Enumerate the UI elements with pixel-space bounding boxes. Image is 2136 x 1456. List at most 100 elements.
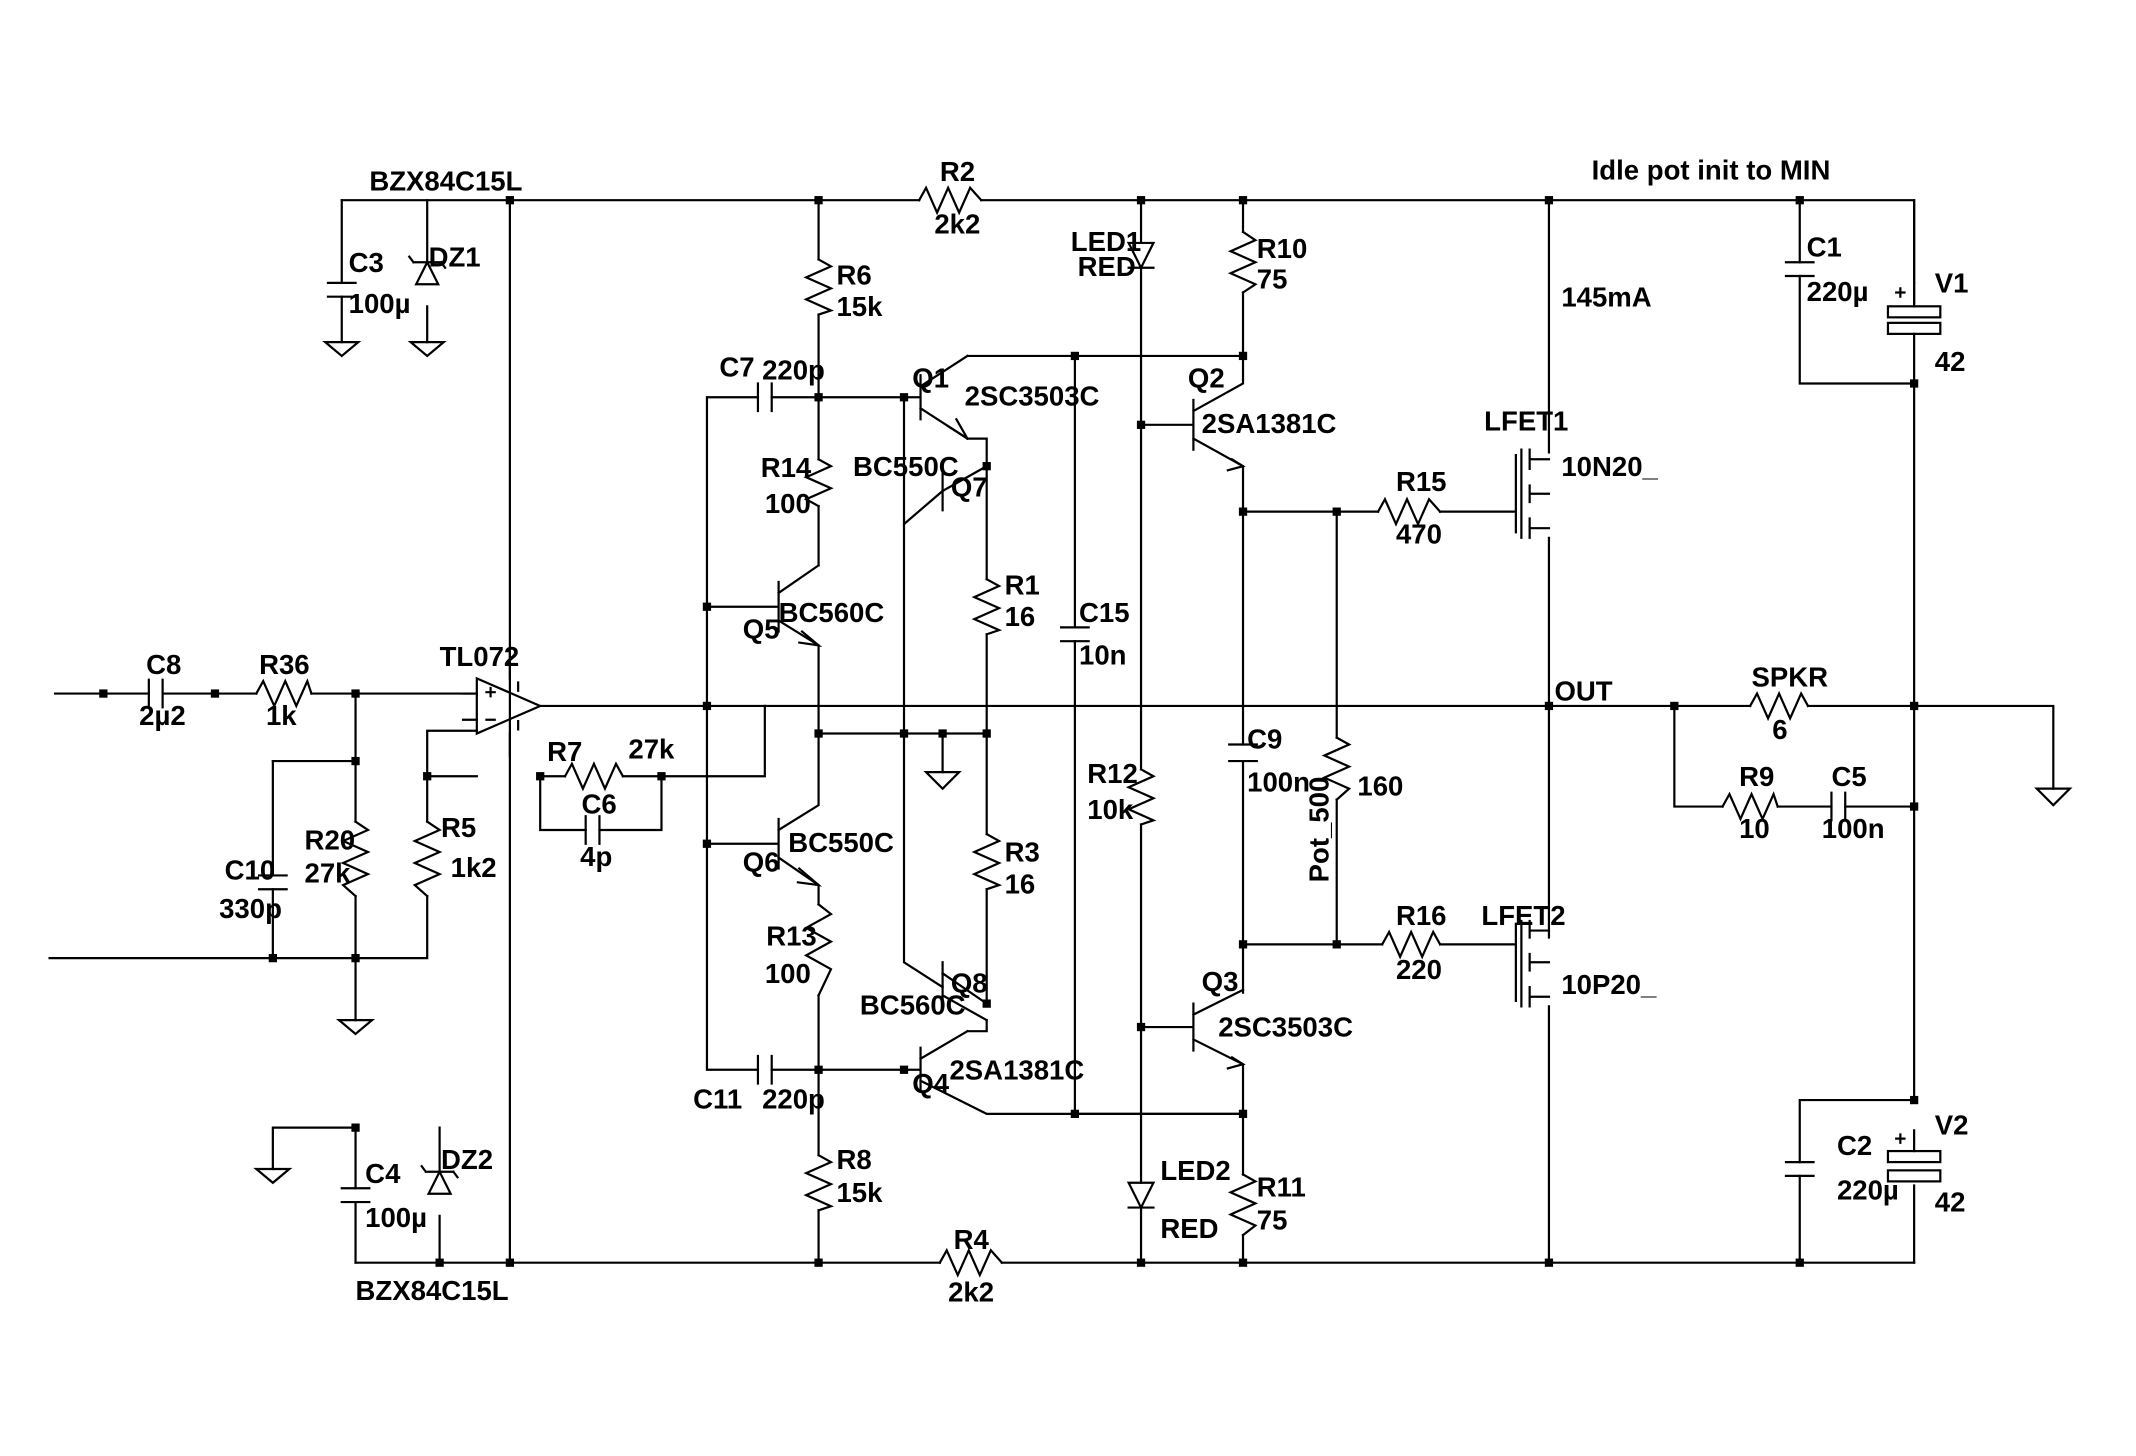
junction-dot xyxy=(505,1258,515,1267)
current-label-label: 145mA xyxy=(1561,281,1651,312)
junction-dot xyxy=(657,772,666,781)
r5-val-label: 1k2 xyxy=(451,852,497,883)
note-label: Idle pot init to MIN xyxy=(1592,155,1831,186)
lfet2-part-label: 10P20_ xyxy=(1561,969,1657,1000)
c11-val-label: 220p xyxy=(762,1083,825,1114)
r6-val-label: 15k xyxy=(836,291,883,322)
wires xyxy=(48,199,2055,1264)
r13-val-label: 100 xyxy=(765,958,811,989)
junction-dot xyxy=(1238,1109,1248,1118)
junction-dot xyxy=(1544,196,1554,205)
junction-dot xyxy=(536,772,545,781)
transistor-arrow-icon xyxy=(796,867,823,887)
junction-dot xyxy=(1909,802,1919,811)
labels: Idle pot init to MIN145mAOUTBZX84C15LC31… xyxy=(139,155,1968,1308)
junction-dot xyxy=(814,729,823,738)
junction-dot xyxy=(505,196,515,205)
junction-dot xyxy=(1136,420,1146,429)
junction-dot xyxy=(1136,1022,1146,1032)
junction-dot xyxy=(1544,1258,1554,1267)
c4-val-label: 100µ xyxy=(365,1202,427,1233)
junction-dot xyxy=(435,1258,444,1267)
c4-label: C4 xyxy=(365,1158,401,1189)
opamp-tl072-icon xyxy=(475,676,543,736)
dz2-part-label: BZX84C15L xyxy=(356,1275,509,1306)
junction-dot xyxy=(351,954,360,963)
junction-dot xyxy=(423,772,432,781)
junction-dot xyxy=(351,689,360,698)
resistor-r10-icon xyxy=(1227,230,1259,295)
capacitor-c5-icon xyxy=(1830,791,1847,822)
symbols xyxy=(147,185,2073,1278)
q2-label: Q2 xyxy=(1188,363,1225,394)
c8-val-label: 2µ2 xyxy=(139,700,186,731)
junction-dot xyxy=(1136,196,1146,205)
c10-label: C10 xyxy=(225,855,276,886)
dz1-label: DZ1 xyxy=(429,241,481,272)
transistor-arrow-icon xyxy=(946,417,969,440)
r8-label: R8 xyxy=(836,1144,871,1175)
q2-part-label: 2SA1381C xyxy=(1202,408,1337,439)
c15-val-label: 10n xyxy=(1079,640,1126,671)
q5-label: Q5 xyxy=(743,613,780,644)
junction-dot xyxy=(1136,1258,1146,1267)
c6-label: C6 xyxy=(582,788,617,819)
capacitor-c10-icon xyxy=(257,874,288,891)
lfet1-part-label: 10N20_ xyxy=(1561,451,1658,482)
junction-dot xyxy=(899,729,909,738)
r1-label: R1 xyxy=(1005,569,1040,600)
r8-val-label: 15k xyxy=(836,1177,883,1208)
junction-dot xyxy=(814,1065,823,1074)
junction-dot xyxy=(1332,507,1341,516)
q6-part-label: BC550C xyxy=(788,827,894,858)
junction-dot xyxy=(1070,1109,1080,1118)
r6-label: R6 xyxy=(836,259,871,290)
r14-label: R14 xyxy=(761,452,812,483)
c7-val-label: 220p xyxy=(762,354,825,385)
r10-val-label: 75 xyxy=(1257,263,1288,294)
opamp-label: TL072 xyxy=(440,641,520,672)
battery-v2-icon xyxy=(1886,1129,1942,1183)
junction-dot xyxy=(1909,379,1919,388)
q5-part-label: BC560C xyxy=(779,597,885,628)
capacitor-c6-icon xyxy=(584,815,601,845)
led2-label: LED2 xyxy=(1160,1155,1230,1186)
q7-part-label: BC550C xyxy=(853,451,959,482)
r20-val-label: 27k xyxy=(305,857,352,888)
q8-part-label: BC560C xyxy=(860,990,966,1021)
r3-val-label: 16 xyxy=(1005,868,1036,899)
ground-icon xyxy=(407,341,447,358)
lfet2-label: LFET2 xyxy=(1481,900,1565,931)
junction-dot xyxy=(982,462,991,471)
pot-label: Pot_500 xyxy=(1303,777,1334,883)
c15-label: C15 xyxy=(1079,597,1130,628)
resistor-r20-icon xyxy=(340,820,371,898)
junction-dot xyxy=(1238,507,1248,516)
junction-dot xyxy=(899,1065,909,1074)
capacitor-c15-icon xyxy=(1060,626,1090,643)
capacitor-c9-icon xyxy=(1228,743,1258,763)
r1-val-label: 16 xyxy=(1005,601,1036,632)
potentiometer-icon xyxy=(1321,736,1352,802)
junction-dot xyxy=(1238,196,1248,205)
v2-label: V2 xyxy=(1935,1110,1969,1141)
c5-label: C5 xyxy=(1831,761,1866,792)
q7-label: Q7 xyxy=(951,471,988,502)
junction-dot xyxy=(268,954,277,963)
r5-label: R5 xyxy=(441,812,476,843)
c5-val-label: 100n xyxy=(1822,813,1885,844)
c1-label: C1 xyxy=(1807,232,1842,263)
led2-icon xyxy=(1126,1181,1156,1211)
transistor-arrow-icon xyxy=(798,629,823,647)
c1-val-label: 220µ xyxy=(1807,276,1869,307)
c10-val-label: 330p xyxy=(219,893,282,924)
c6-val-label: 4p xyxy=(580,841,612,872)
r36-val-label: 1k xyxy=(266,700,297,731)
zener-dz1-icon xyxy=(407,255,447,286)
junction-dot xyxy=(351,756,360,766)
ground-icon xyxy=(923,770,962,791)
junction-dot xyxy=(1238,940,1248,949)
r13-label: R13 xyxy=(766,921,817,952)
spkr-val-label: 6 xyxy=(1772,714,1787,745)
battery-v1-icon xyxy=(1886,281,1942,335)
